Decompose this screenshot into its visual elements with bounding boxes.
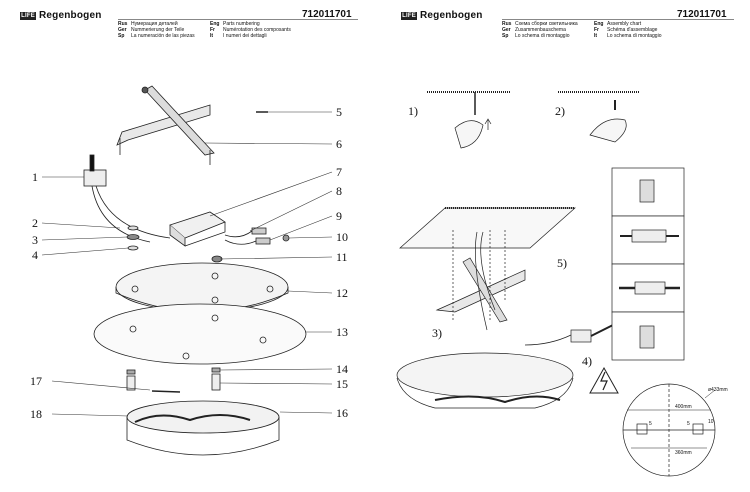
part-label-9: 9 bbox=[336, 209, 342, 223]
part-label-1: 1 bbox=[32, 170, 38, 184]
part-label-13: 13 bbox=[336, 325, 348, 339]
part-label-18: 18 bbox=[30, 407, 42, 421]
brand-name: Regenbogen bbox=[420, 10, 483, 21]
exploded-parts-drawing bbox=[41, 85, 333, 456]
hand-drill-icon bbox=[454, 120, 484, 149]
diameter-label: ø433mm bbox=[708, 387, 728, 393]
header-divider bbox=[502, 19, 734, 20]
terminal-block-icon bbox=[83, 169, 107, 187]
article-code: 712011701 bbox=[302, 9, 352, 20]
part-label-8: 8 bbox=[336, 184, 342, 198]
ceiling-plane-icon bbox=[399, 207, 576, 249]
part-label-14: 14 bbox=[336, 362, 348, 376]
brand-name: Regenbogen bbox=[39, 10, 102, 21]
glass-diffuser-icon bbox=[93, 303, 307, 365]
assembly-drawing bbox=[396, 91, 716, 477]
edge-offset-label: 10 bbox=[708, 419, 714, 425]
step-4-label: 4) bbox=[582, 354, 592, 368]
brand-mark-icon: LIFE bbox=[401, 11, 417, 20]
cross-bar-icon bbox=[144, 85, 215, 156]
part-label-10: 10 bbox=[336, 230, 348, 244]
step-3-label: 3) bbox=[432, 326, 442, 340]
part-label-2: 2 bbox=[32, 216, 38, 230]
part-label-5: 5 bbox=[336, 105, 342, 119]
part-label-3: 3 bbox=[32, 233, 38, 247]
outer-width-label: 400mm bbox=[675, 404, 692, 410]
article-code: 712011701 bbox=[677, 9, 727, 20]
inner-width-label: 360mm bbox=[675, 450, 692, 456]
part-label-7: 7 bbox=[336, 165, 342, 179]
brand-logo: LIFE Regenbogen bbox=[401, 10, 483, 21]
part-label-4: 4 bbox=[32, 248, 38, 262]
part-label-17: 17 bbox=[30, 374, 42, 388]
part-label-16: 16 bbox=[336, 406, 348, 420]
lamp-body-icon bbox=[396, 352, 574, 398]
brand-logo: LIFE Regenbogen bbox=[20, 10, 102, 21]
header-divider bbox=[118, 19, 358, 20]
part-label-11: 11 bbox=[336, 250, 348, 264]
part-label-6: 6 bbox=[336, 137, 342, 151]
step-2-label: 2) bbox=[555, 104, 565, 118]
part-label-12: 12 bbox=[336, 286, 348, 300]
terminal-block-icon bbox=[570, 329, 592, 343]
step-5-label: 5) bbox=[557, 256, 567, 270]
part-label-15: 15 bbox=[336, 377, 348, 391]
offset-label-right: 5 bbox=[687, 421, 690, 427]
step-1-label: 1) bbox=[408, 104, 418, 118]
brand-mark-icon: LIFE bbox=[20, 11, 36, 20]
mounting-bar-icon bbox=[116, 104, 211, 146]
offset-label-left: 5 bbox=[649, 421, 652, 427]
hand-screwdriver-icon bbox=[589, 118, 627, 143]
